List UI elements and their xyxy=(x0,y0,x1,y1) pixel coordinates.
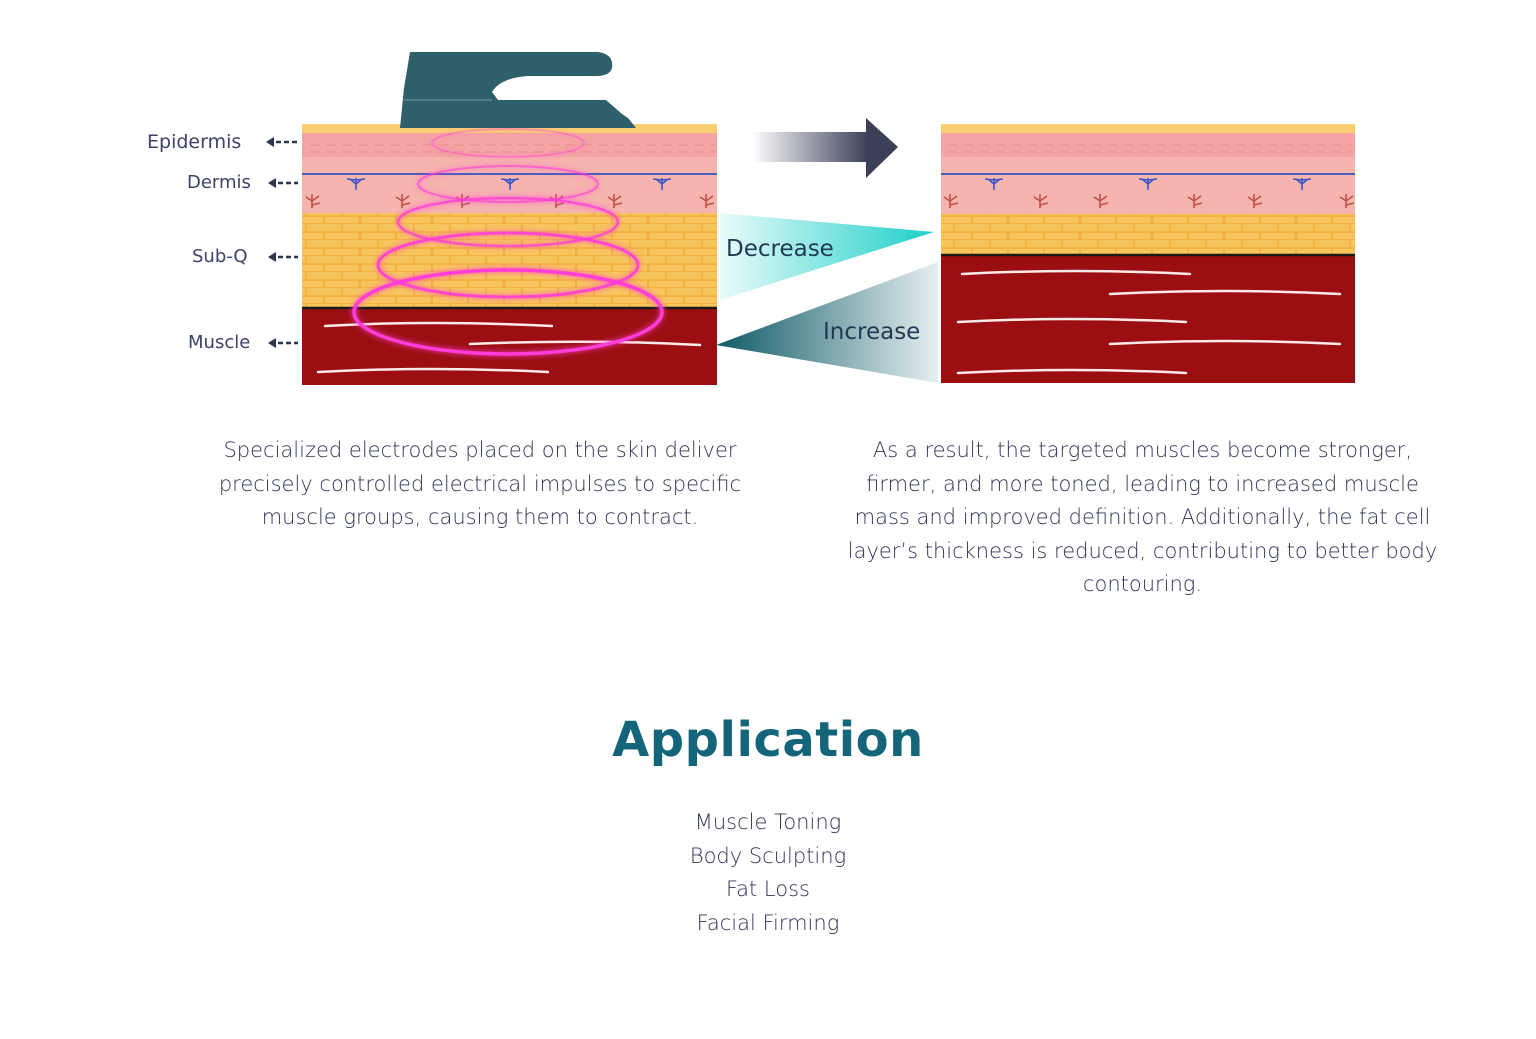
muscle-layer xyxy=(302,307,717,385)
mechanism-description: Specialized electrodes placed on the ski… xyxy=(218,438,742,529)
increase-label: Increase xyxy=(823,319,920,345)
application-item-facial-firming: Facial Firming xyxy=(696,910,840,935)
layer-labels: Epidermis Dermis Sub-Q Muscle xyxy=(147,131,298,353)
decrease-wedge xyxy=(720,213,934,300)
muscle-fibers xyxy=(956,269,1342,375)
arrowhead-icon xyxy=(268,338,276,348)
device-icon xyxy=(400,52,636,128)
electrical-pulse-rings xyxy=(352,128,664,356)
vessel-icons xyxy=(305,178,715,208)
layer-label-muscle: Muscle xyxy=(188,332,250,353)
subq-layer xyxy=(302,213,717,307)
layer-label-dermis: Dermis xyxy=(187,172,251,193)
application-heading: Application xyxy=(612,712,924,768)
epidermis-texture xyxy=(948,144,1353,153)
arrowhead-icon xyxy=(268,178,276,188)
vessel-icons xyxy=(943,178,1355,208)
arrowhead-icon xyxy=(266,137,274,147)
layer-label-subq: Sub-Q xyxy=(192,246,248,267)
subq-layer-thin xyxy=(941,214,1355,254)
result-description: As a result, the targeted muscles become… xyxy=(847,438,1438,596)
application-item-body-sculpting: Body Sculpting xyxy=(689,843,847,868)
epidermis-texture xyxy=(310,144,715,153)
muscle-fibers xyxy=(316,321,702,374)
electrode-device xyxy=(400,52,636,128)
increase-wedge xyxy=(716,262,938,383)
arrowhead-icon xyxy=(268,252,276,262)
tissue-before xyxy=(302,124,717,385)
application-item-muscle-toning: Muscle Toning xyxy=(694,810,842,834)
transition-arrow-icon xyxy=(752,118,898,178)
layer-label-epidermis: Epidermis xyxy=(147,131,241,153)
tissue-after xyxy=(941,124,1355,383)
decrease-label: Decrease xyxy=(726,236,834,262)
epidermis-top-layer xyxy=(941,124,1355,133)
skin-layers-diagram: Epidermis Dermis Sub-Q Muscle xyxy=(147,52,1355,385)
application-item-fat-loss: Fat Loss xyxy=(726,877,810,901)
application-list: Muscle Toning Body Sculpting Fat Loss Fa… xyxy=(0,806,1536,940)
muscle-layer-thick xyxy=(941,254,1355,383)
